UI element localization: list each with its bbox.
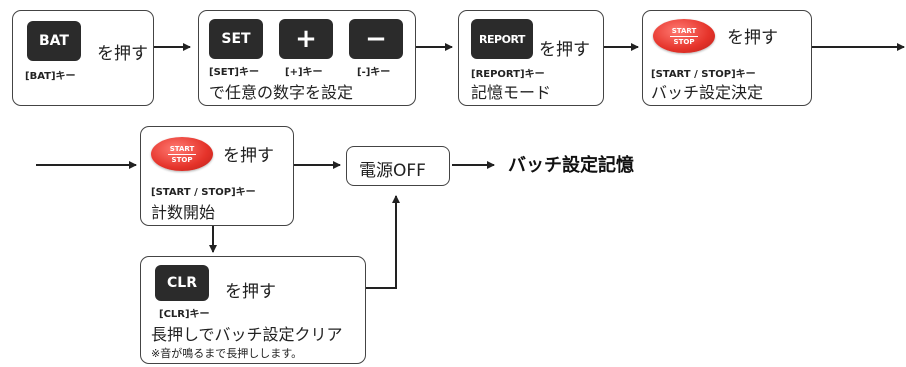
bat-key-icon: BAT [27, 21, 81, 61]
report-key-label: [REPORT]キー [471, 69, 545, 80]
plus-key-icon: + [279, 19, 333, 59]
set-key-icon: SET [209, 19, 263, 59]
step-start-stop-count-box: START STOP を押す [START / STOP]キー 計数開始 [140, 126, 294, 226]
bat-key-label: [BAT]キー [25, 71, 76, 82]
step-clr-box: CLR を押す [CLR]キー 長押しでバッチ設定クリア ※音が鳴るまで長押しし… [140, 256, 366, 364]
set-key-label: [SET]キー [209, 67, 259, 78]
minus-key-label: [-]キー [357, 67, 391, 78]
start-stop-key-icon: START STOP [653, 19, 715, 53]
power-off-box: 電源OFF [346, 146, 450, 186]
batch-setting-stored-label: バッチ設定記憶 [508, 155, 634, 176]
clr-key-icon: CLR [155, 265, 209, 301]
arrow-7-6 [366, 195, 400, 289]
step-report-box: REPORT を押す [REPORT]キー 記憶モード [458, 10, 604, 106]
press-label: を押す [539, 40, 590, 60]
report-description: 記憶モード [471, 83, 552, 102]
report-key-icon: REPORT [471, 19, 533, 59]
power-off-label: 電源OFF [359, 161, 426, 181]
start-stop-key-icon: START STOP [151, 137, 213, 171]
step-start-stop-confirm-box: START STOP を押す [START / STOP]キー バッチ設定決定 [642, 10, 812, 106]
start-stop-key-label: [START / STOP]キー [151, 187, 256, 198]
start-stop-confirm-description: バッチ設定決定 [651, 83, 764, 102]
clr-note: ※音が鳴るまで長押しします。 [151, 347, 303, 360]
plus-key-label: [+]キー [285, 67, 323, 78]
press-label: を押す [727, 28, 778, 48]
step-bat-box: BAT [BAT]キー を押す [12, 10, 154, 106]
clr-key-label: [CLR]キー [159, 309, 210, 320]
press-label: を押す [97, 44, 148, 64]
set-description: で任意の数字を設定 [209, 83, 354, 102]
clr-description: 長押しでバッチ設定クリア [151, 325, 343, 344]
press-label: を押す [223, 146, 274, 166]
step-set-box: SET + − [SET]キー [+]キー [-]キー で任意の数字を設定 [198, 10, 416, 106]
start-stop-key-label: [START / STOP]キー [651, 69, 756, 80]
count-start-description: 計数開始 [151, 203, 216, 222]
minus-key-icon: − [349, 19, 403, 59]
press-label: を押す [225, 282, 276, 302]
